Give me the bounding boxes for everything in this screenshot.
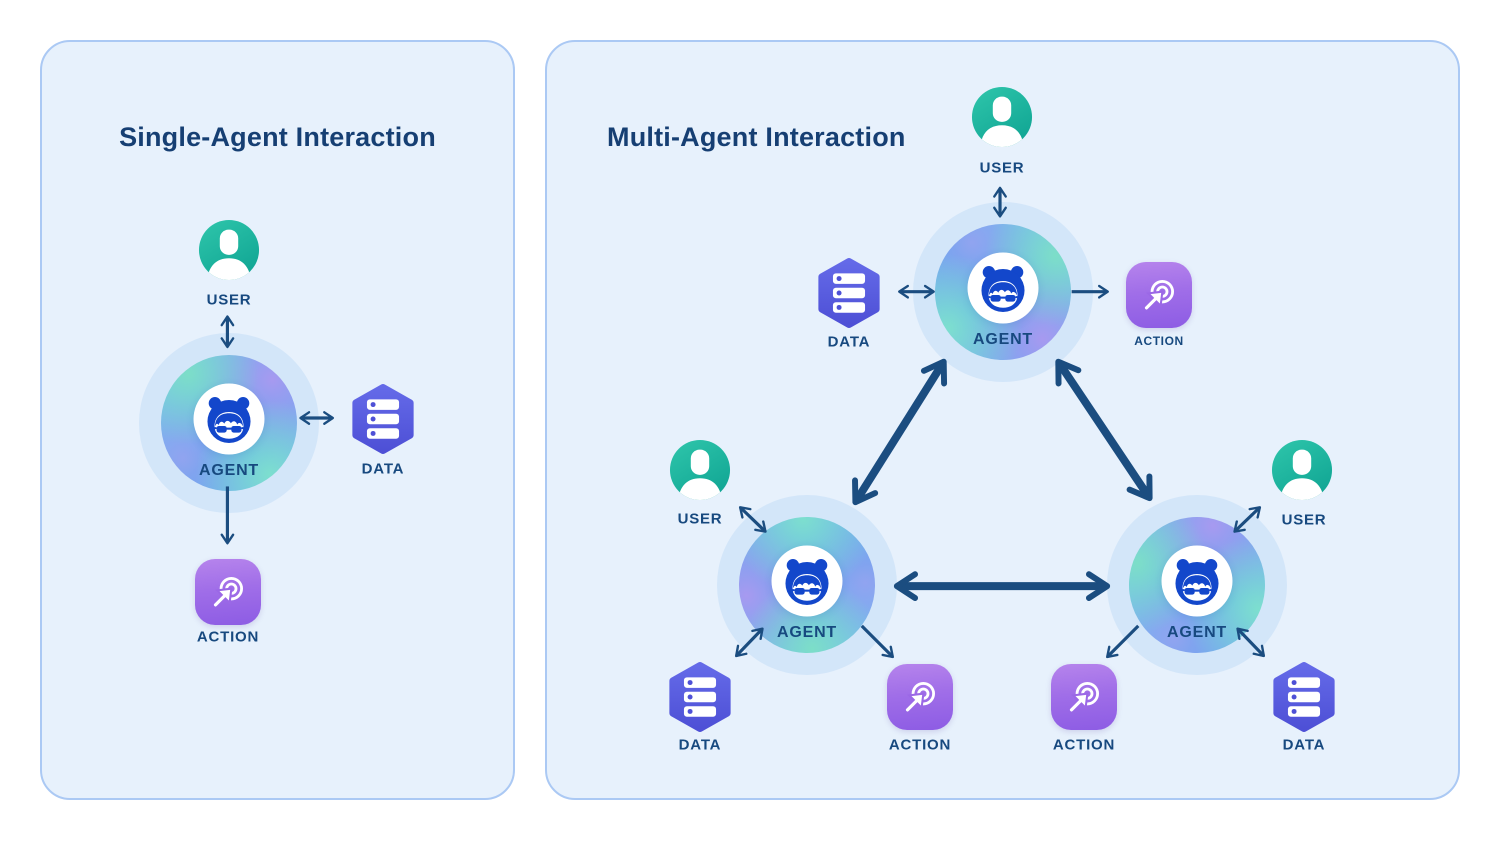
- bottom-left-user-label: USER: [677, 510, 723, 528]
- top-action-icon: [1126, 262, 1192, 328]
- bottom-right-agent-node: AGENT: [1104, 492, 1290, 678]
- agent-robot-icon: [1161, 545, 1233, 617]
- agent-label: AGENT: [199, 462, 259, 479]
- top-user-icon: [971, 86, 1033, 148]
- single-agent-panel: Single-Agent Interaction USER AGENT DATA: [40, 40, 515, 800]
- data-icon: [348, 381, 418, 457]
- bottom-right-data-icon: [1269, 659, 1339, 735]
- top-user-label: USER: [979, 159, 1025, 177]
- bottom-left-agent-label: AGENT: [777, 624, 837, 641]
- bottom-right-data-label: DATA: [1282, 736, 1326, 754]
- bottom-left-action-label: ACTION: [888, 736, 952, 754]
- bottom-right-user-icon: [1271, 439, 1333, 501]
- user-label: USER: [206, 291, 252, 309]
- data-label: DATA: [361, 460, 405, 478]
- multi-agent-panel: Multi-Agent Interaction USER DATA AGENT: [545, 40, 1460, 800]
- multi-panel-title: Multi-Agent Interaction: [607, 122, 906, 152]
- bottom-left-data-icon: [665, 659, 735, 735]
- bottom-left-action-icon: [887, 664, 953, 730]
- action-label: ACTION: [196, 628, 260, 646]
- top-agent-label: AGENT: [973, 331, 1033, 348]
- bottom-left-data-label: DATA: [678, 736, 722, 754]
- top-action-label: ACTION: [1134, 334, 1184, 348]
- bottom-right-agent-label: AGENT: [1167, 624, 1227, 641]
- agent-robot-icon: [967, 252, 1039, 324]
- top-data-icon: [814, 255, 884, 331]
- top-data-label: DATA: [827, 333, 871, 351]
- single-panel-title: Single-Agent Interaction: [119, 122, 436, 152]
- bottom-left-agent-node: AGENT: [712, 490, 902, 680]
- agent-robot-icon: [771, 545, 843, 617]
- bottom-right-user-label: USER: [1281, 511, 1327, 529]
- bottom-right-action-icon: [1051, 664, 1117, 730]
- agent-node: AGENT: [139, 333, 319, 513]
- bottom-right-action-label: ACTION: [1052, 736, 1116, 754]
- user-icon: [198, 219, 260, 281]
- top-agent-node: AGENT: [913, 202, 1093, 382]
- action-icon: [195, 559, 261, 625]
- bottom-left-user-icon: [669, 439, 731, 501]
- agent-robot-icon: [193, 383, 265, 455]
